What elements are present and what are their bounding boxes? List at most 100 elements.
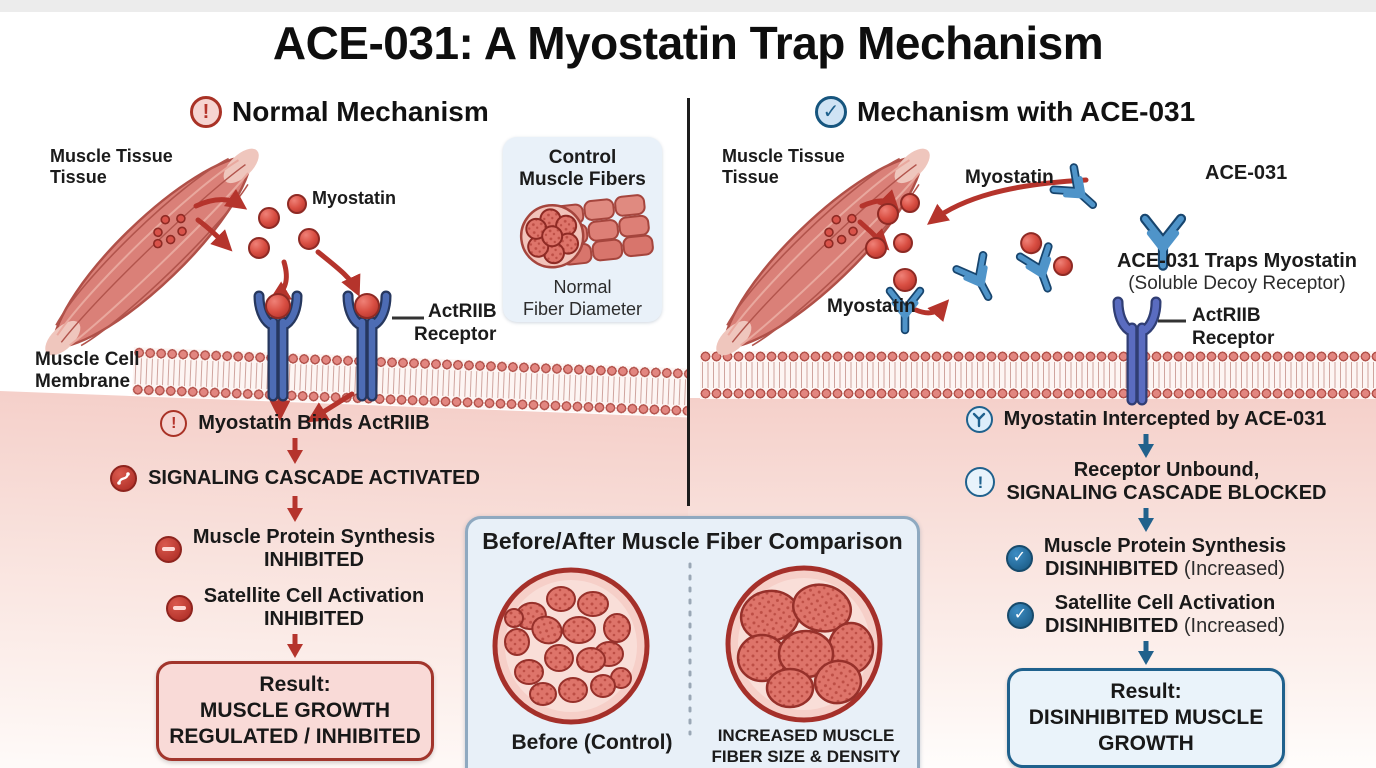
left-heading-label: Normal Mechanism (232, 96, 489, 127)
muscle-tissue-right-line2: Tissue (722, 167, 779, 187)
myostatin-label-left: Myostatin (312, 188, 397, 208)
check-small-icon: ✓ (1005, 544, 1033, 572)
control-fibers-box: Control Muscle Fibers (503, 137, 662, 322)
actriib-right-line2: Receptor (1192, 328, 1275, 349)
after-label-line2: FIBER SIZE & DENSITY (711, 747, 901, 766)
protein-inhibited-label: Muscle Protein Synthesis INHIBITED (193, 526, 435, 572)
exclamation-glyph: ! (977, 472, 984, 492)
step-cascade-activated: SIGNALING CASCADE ACTIVATED (110, 465, 480, 492)
control-box-title: Control Muscle Fibers (503, 147, 662, 191)
satellite-inhibited-label: Satellite Cell Activation INHIBITED (204, 585, 424, 631)
control-caption-line2: Fiber Diameter (522, 299, 643, 319)
down-arrow-icon (1138, 641, 1154, 665)
ace031-label: ACE-031 (1205, 162, 1288, 184)
result-right-line1: Result: (1110, 680, 1182, 703)
step-binds-label: Myostatin Binds ActRIIB (198, 412, 430, 434)
satellite-line2: INHIBITED (264, 608, 364, 630)
protein-right-line2: DISINHIBITED (Increased) (1044, 558, 1286, 581)
membrane-label-line2: Membrane (35, 371, 131, 392)
step-protein-inhibited: Muscle Protein Synthesis INHIBITED (154, 526, 435, 572)
control-caption-line1: Normal (553, 277, 612, 297)
warning-circle-icon: ! (190, 96, 222, 128)
result-left-line3: REGULATED / INHIBITED (169, 725, 421, 748)
membrane-label: Muscle Cell Membrane (35, 349, 140, 393)
after-label-line1: INCREASED MUSCLE (717, 726, 895, 745)
protein-right-line1: Muscle Protein Synthesis (1043, 535, 1287, 557)
myostatin-ligands-right (865, 193, 1073, 276)
control-title-line2: Muscle Fibers (519, 169, 646, 190)
ace031-antibody-1 (1049, 163, 1098, 209)
down-arrow-icon (287, 634, 303, 658)
result-right-line3: GROWTH (1098, 732, 1194, 755)
check-circle-icon: ✓ (815, 96, 847, 128)
page-title: ACE-031: A Myostatin Trap Mechanism (272, 17, 1104, 69)
result-left-line2: MUSCLE GROWTH (199, 699, 391, 722)
result-box-right: Result: DISINHIBITED MUSCLE GROWTH (1007, 668, 1285, 768)
cell-membrane-right (700, 351, 1376, 399)
check-glyph: ✓ (1012, 549, 1027, 566)
left-panel-heading: ! Normal Mechanism (190, 96, 489, 128)
down-arrow-icon (287, 438, 303, 464)
fiber-cross-section-illustration (492, 562, 883, 736)
step-cascade-label: SIGNALING CASCADE ACTIVATED (148, 467, 480, 489)
satellite-rest: (Increased) (1183, 615, 1286, 637)
before-cross-section (492, 567, 650, 725)
myostatin-label-right-top: Myostatin (965, 167, 1054, 188)
antibody-circle-icon (965, 406, 993, 433)
cascade-blocked-label: Receptor Unbound, SIGNALING CASCADE BLOC… (1006, 459, 1326, 505)
protein-bold: DISINHIBITED (1044, 558, 1179, 580)
membrane-label-line1: Muscle Cell (35, 349, 140, 370)
actriib-right-line1: ActRIIB (1192, 305, 1261, 326)
actriib-left-line2: Receptor (414, 324, 497, 345)
after-label: INCREASED MUSCLE FIBER SIZE & DENSITY (703, 725, 909, 767)
after-cross-section (725, 565, 883, 723)
down-arrow-icon (1138, 434, 1154, 458)
step-intercepted: Myostatin Intercepted by ACE-031 (965, 406, 1326, 433)
ace031-antibody-trapping (1015, 232, 1053, 293)
muscle-tissue-label-left: Muscle Tissue Tissue (50, 146, 173, 188)
control-title-line1: Control (548, 147, 617, 168)
protein-rest: (Increased) (1183, 558, 1286, 580)
check-small-icon: ✓ (1006, 601, 1034, 629)
right-panel-heading: ✓ Mechanism with ACE-031 (815, 96, 1195, 128)
satellite-right-line2: DISINHIBITED (Increased) (1045, 615, 1285, 638)
left-flow-column: ! Myostatin Binds ActRIIB SIGNALING CASC… (65, 410, 525, 761)
muscle-tissue-right-line1: Muscle Tissue (722, 146, 845, 166)
panel-divider (687, 98, 690, 506)
top-strip (0, 0, 1376, 12)
right-flow-column: Myostatin Intercepted by ACE-031 ! Recep… (912, 406, 1376, 768)
comparison-title: Before/After Muscle Fiber Comparison (482, 528, 903, 554)
muscle-fiber-bundle-illustration (519, 194, 654, 269)
minus-glyph (172, 606, 186, 610)
warning-small-icon: ! (160, 410, 188, 437)
before-label: Before (Control) (511, 731, 673, 754)
check-glyph: ✓ (822, 101, 840, 123)
down-arrow-icon (1138, 508, 1154, 532)
step-myostatin-binds: ! Myostatin Binds ActRIIB (160, 410, 430, 437)
right-heading-label: Mechanism with ACE-031 (857, 96, 1196, 127)
muscle-tissue-left-line2: Tissue (50, 167, 107, 187)
ace031-antibody-3 (952, 250, 993, 301)
actriib-left-line1: ActRIIB (428, 301, 497, 322)
actriib-label-right: ActRIIB Receptor (1192, 304, 1274, 350)
traps-line2: (Soluble Decoy Receptor) (1128, 273, 1346, 294)
info-exclamation-icon: ! (965, 467, 996, 497)
traps-label: ACE-031 Traps Myostatin (Soluble Decoy R… (1112, 250, 1362, 295)
traps-line1: ACE-031 Traps Myostatin (1116, 250, 1358, 272)
unbound-line2: SIGNALING CASCADE BLOCKED (1006, 482, 1327, 504)
protein-disinhibited-label: Muscle Protein Synthesis DISINHIBITED (I… (1044, 535, 1286, 581)
myostatin-label-right-bottom: Myostatin (827, 296, 916, 317)
protein-line2: INHIBITED (263, 549, 364, 571)
exclamation-glyph: ! (171, 414, 177, 432)
actriib-label-left: ActRIIB Receptor (414, 300, 497, 346)
result-right-line2: DISINHIBITED MUSCLE (1028, 706, 1264, 729)
step-cascade-blocked: ! Receptor Unbound, SIGNALING CASCADE BL… (965, 459, 1327, 505)
satellite-disinhibited-label: Satellite Cell Activation DISINHIBITED (… (1045, 592, 1285, 638)
result-left-line1: Result: (259, 673, 331, 696)
check-glyph: ✓ (1013, 606, 1028, 623)
satellite-bold: DISINHIBITED (1044, 615, 1179, 637)
satellite-right-line1: Satellite Cell Activation (1054, 592, 1276, 614)
signaling-cascade-icon (110, 465, 138, 492)
satellite-line1: Satellite Cell Activation (203, 585, 425, 607)
